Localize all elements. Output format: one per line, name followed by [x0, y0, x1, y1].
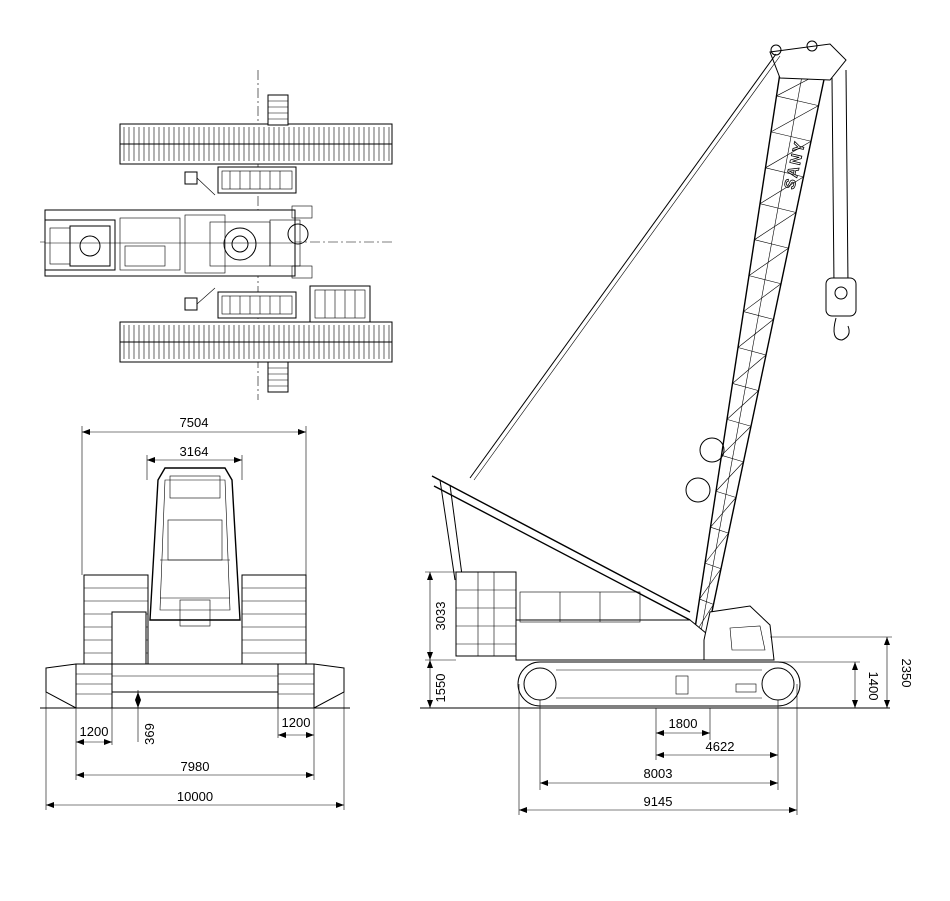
- top-view: [40, 70, 395, 400]
- top-view-upper-structure: [44, 171, 313, 311]
- svg-text:2350: 2350: [899, 659, 914, 688]
- dim-track-center-length: 8003: [539, 700, 778, 790]
- dim-track-height: 1400: [780, 661, 881, 708]
- side-view: SANY: [420, 40, 914, 815]
- svg-text:4622: 4622: [706, 739, 735, 754]
- front-view: 7504 3164: [40, 415, 350, 810]
- svg-text:3033: 3033: [433, 602, 448, 631]
- dim-counterweight-height: 3033: [425, 571, 456, 661]
- lattice-boom: SANY: [693, 59, 827, 641]
- svg-text:369: 369: [142, 723, 157, 745]
- svg-text:7980: 7980: [181, 759, 210, 774]
- svg-text:9145: 9145: [644, 794, 673, 809]
- dim-rotation-to-front: 4622: [655, 700, 779, 790]
- dim-counterweight-clearance: 1550: [425, 660, 456, 709]
- dim-rear-to-rotation: 1800: [655, 708, 711, 740]
- svg-text:1400: 1400: [866, 672, 881, 701]
- brand-logo: SANY: [781, 139, 809, 191]
- dim-overall-width: 10000: [45, 692, 345, 810]
- dim-upper-width: 7504: [81, 415, 307, 575]
- dim-track-overall-length: 9145: [518, 684, 798, 815]
- dim-ground-clearance: 369: [135, 690, 157, 745]
- svg-text:3164: 3164: [180, 444, 209, 459]
- svg-text:1200: 1200: [80, 724, 109, 739]
- dim-track-width-right: 1200: [277, 708, 315, 780]
- svg-text:1800: 1800: [669, 716, 698, 731]
- top-view-upper-track: [119, 94, 393, 165]
- dim-track-width-left: 1200: [75, 708, 113, 780]
- side-view-crawler: [517, 661, 801, 707]
- svg-text:1200: 1200: [282, 715, 311, 730]
- dim-cab-width: 3164: [146, 444, 243, 480]
- svg-text:1550: 1550: [433, 674, 448, 703]
- dim-overall-height: 2350: [770, 636, 914, 708]
- svg-text:10000: 10000: [177, 789, 213, 804]
- top-view-lower-track: [119, 321, 393, 393]
- svg-text:8003: 8003: [644, 766, 673, 781]
- svg-text:7504: 7504: [180, 415, 209, 430]
- dim-track-gauge: 7980: [76, 759, 314, 778]
